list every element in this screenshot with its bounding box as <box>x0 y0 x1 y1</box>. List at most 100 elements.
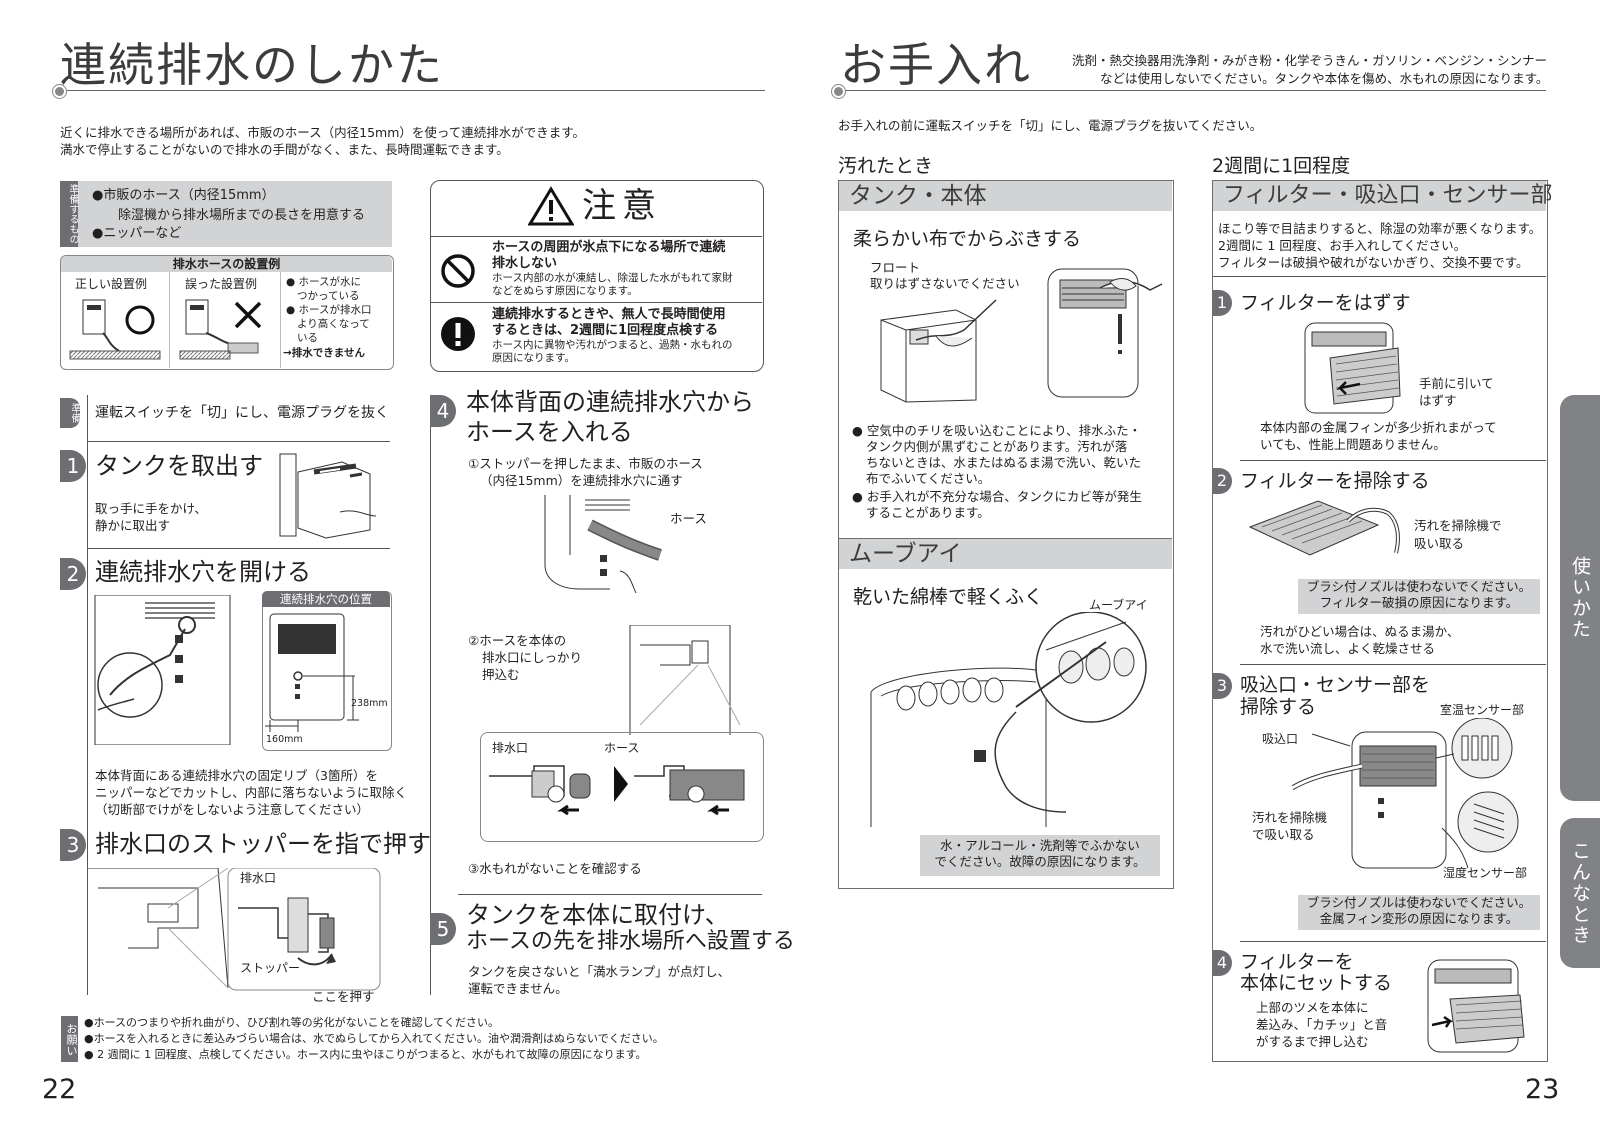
step-5-number: 5 <box>430 913 456 945</box>
label-vacuum-b: で吸い取る <box>1252 827 1315 842</box>
step-4-sub2-b: 排水口にしっかり <box>482 650 583 665</box>
filter-step-1-body-a: 本体内部の金属フィンが多少折れまがって <box>1260 420 1497 435</box>
caution-title: 注意 <box>582 186 662 226</box>
filter-step-2-note-b: フィルター破損の原因になります。 <box>1319 595 1519 610</box>
clean-filter-illustration <box>1248 500 1400 556</box>
step-4-sub1-a: ①ストッパーを押したまま、市販のホース <box>468 456 703 471</box>
clean-inlet-illustration <box>1292 718 1519 869</box>
moveeye-illustration <box>870 612 1147 827</box>
tab-usage[interactable]: 使いかた <box>1560 395 1600 801</box>
filter-step-4-body-b: 差込み、「カチッ」と音 <box>1256 1017 1388 1032</box>
wrong-note-5: いる <box>297 332 318 344</box>
filter-step-3-note-b: 金属フィン変形の原因になります。 <box>1319 911 1519 926</box>
remove-tank-illustration <box>279 453 377 539</box>
filter-step-3-title-b: 掃除する <box>1240 696 1317 718</box>
mandatory-icon <box>440 316 476 352</box>
label-humidity-sensor: 湿度センサー部 <box>1443 866 1528 880</box>
wrong-label: 誤った設置例 <box>185 277 258 291</box>
filter-step-2-note-a: ブラシ付ノズルは使わないでください。 <box>1306 579 1532 594</box>
step-2-number: 2 <box>60 558 86 590</box>
step-2-body-c: （切断部でけがをしないよう注意してください） <box>95 802 370 817</box>
moveeye-head: ムーブアイ <box>839 538 1172 569</box>
label-inlet: 吸込口 <box>1262 732 1299 746</box>
tank-note-4: 布でふいてください。 <box>866 471 991 486</box>
label-outlet: 排水口 <box>240 871 277 885</box>
filter-step-1-label-b: はずす <box>1419 393 1457 408</box>
step-2-body-b: ニッパーなどでカットし、内部に落ちないように取除く <box>95 785 408 800</box>
filter-step-3-note: ブラシ付ノズルは使わないでください。 金属フィン変形の原因になります。 <box>1298 895 1540 930</box>
dirty-frame <box>838 180 1174 889</box>
prep-item-1: ●市販のホース（内径15mm） <box>92 188 275 203</box>
label-hose-2: ホース <box>604 741 640 755</box>
step-4-number: 4 <box>430 395 456 427</box>
label-room-sensor: 室温センサー部 <box>1440 703 1525 717</box>
tank-wipe-illustration <box>880 299 997 403</box>
biweekly-heading: 2週間に1回程度 <box>1212 155 1351 177</box>
prep-item-3: ●ニッパーなど <box>92 226 182 241</box>
step-4-title-a: 本体背面の連続排水穴から <box>466 388 754 416</box>
request-badge: お願い <box>61 1016 78 1062</box>
tank-body-head: タンク・本体 <box>839 181 1172 211</box>
step-3-number: 3 <box>60 829 86 861</box>
filter-step-2-body-b: 水で洗い流し、よく乾燥させる <box>1260 641 1436 656</box>
filter-step-3-title-a: 吸込口・センサー部を <box>1240 674 1431 696</box>
caution-2-body-a: ホース内に異物や汚れがつまると、過熱・水もれの <box>492 339 733 351</box>
request-item-3: ● 2 週間に 1 回程度、点検してください。ホース内に虫やほこりがつまると、水… <box>84 1048 647 1061</box>
filter-step-4-body-c: がするまで押し込む <box>1256 1034 1369 1049</box>
request-item-1: ●ホースのつまりや折れ曲がり、ひび割れ等の劣化がないことを確認してください。 <box>84 1016 499 1029</box>
body-wipe-illustration <box>1047 268 1163 398</box>
step-3-title: 排水口のストッパーを指で押す <box>95 830 431 858</box>
correct-setup-illustration <box>69 299 161 360</box>
caution-2-title-b: するときは、2週間に1回程度点検する <box>492 323 719 338</box>
filter-step-3-number: 3 <box>1212 673 1232 699</box>
prep-step-badge: 準備 <box>60 398 80 428</box>
filter-intro-1: ほこり等で目詰まりすると、除湿の効率が悪くなります。 <box>1218 221 1542 236</box>
step-4-sub2-c: 押込む <box>482 667 520 682</box>
step-4-sub3: ③水もれがないことを確認する <box>468 861 642 876</box>
filter-step-4-body-a: 上部のツメを本体に <box>1256 1000 1369 1015</box>
moveeye-note: 水・アルコール・洗剤等でふかない でください。故障の原因になります。 <box>920 835 1160 876</box>
push-hose-illustration <box>629 625 741 735</box>
cut-ribs-illustration <box>94 595 231 745</box>
filter-intro-2: 2週間に 1 回程度、お手入れしてください。 <box>1218 238 1467 253</box>
filter-step-1-number: 1 <box>1212 290 1232 316</box>
drain-position-label: 連続排水穴の位置 <box>262 591 390 607</box>
wrong-note-2: つかっている <box>297 290 360 302</box>
wrong-setup-illustration <box>179 299 262 360</box>
prep-box <box>60 181 392 247</box>
caution-box <box>430 180 764 372</box>
step-5-title-b: ホースの先を排水場所へ設置する <box>466 929 795 954</box>
dirty-heading: 汚れたとき <box>838 155 934 177</box>
title-dot <box>53 85 66 98</box>
care-intro: お手入れの前に運転スイッチを「切」にし、電源プラグを抜いてください。 <box>838 118 1263 133</box>
prep-badge: 準備するもの <box>60 181 78 247</box>
tab-troubleshooting[interactable]: こんなとき <box>1560 818 1600 968</box>
step-1-body-a: 取っ手に手をかけ、 <box>95 501 207 516</box>
intro-line-1: 近くに排水できる場所があれば、市販のホース（内径15mm）を使って連続排水ができ… <box>60 125 586 140</box>
step-4-title-b: ホースを入れる <box>466 418 633 446</box>
filter-step-4-title-a: フィルターを <box>1240 951 1354 973</box>
label-push-here: ここを押す <box>312 989 375 1004</box>
tank-note-1: ● 空気中のチリを吸い込むことにより、排水ふた・ <box>852 423 1142 438</box>
step-5-body-a: タンクを戻さないと「満水ランプ」が点灯し、 <box>468 964 731 979</box>
caution-1-title-a: ホースの周囲が氷点下になる場所で連続 <box>492 240 726 255</box>
moveeye-note-a: 水・アルコール・洗剤等でふかない <box>940 838 1140 853</box>
filter-step-1-title: フィルターをはずす <box>1240 292 1411 314</box>
title-rule <box>60 90 765 91</box>
step-1-title: タンクを取出す <box>95 452 263 480</box>
tank-note-2: タンク内側が黒ずむことがあります。汚れが落 <box>866 439 1128 454</box>
tank-body-sub: 柔らかい布でからぶきする <box>853 228 1082 250</box>
tank-note-5: ● お手入れが不充分な場合、タンクにカビ等が発生 <box>852 489 1142 504</box>
filter-intro-3: フィルターは破損や破れがないかぎり、交換不要です。 <box>1218 255 1529 270</box>
moveeye-sub: 乾いた綿棒で軽くふく <box>853 586 1044 608</box>
biweekly-frame <box>1212 180 1548 1062</box>
tank-note-3: ちないときは、水またはぬるま湯で洗い、乾いた <box>866 455 1142 470</box>
prep-step-text: 運転スイッチを「切」にし、電源プラグを抜く <box>95 405 389 421</box>
filter-head: フィルター・吸込口・センサー部 <box>1213 181 1553 211</box>
caution-2-body-b: 原因になります。 <box>492 352 575 364</box>
label-hose: ホース <box>670 511 707 526</box>
step-5-title-a: タンクを本体に取付け、 <box>466 901 729 929</box>
dim-width: 160mm <box>266 734 303 745</box>
filter-step-4-title-b: 本体にセットする <box>1240 972 1393 994</box>
insert-hose-illustration <box>544 495 662 594</box>
